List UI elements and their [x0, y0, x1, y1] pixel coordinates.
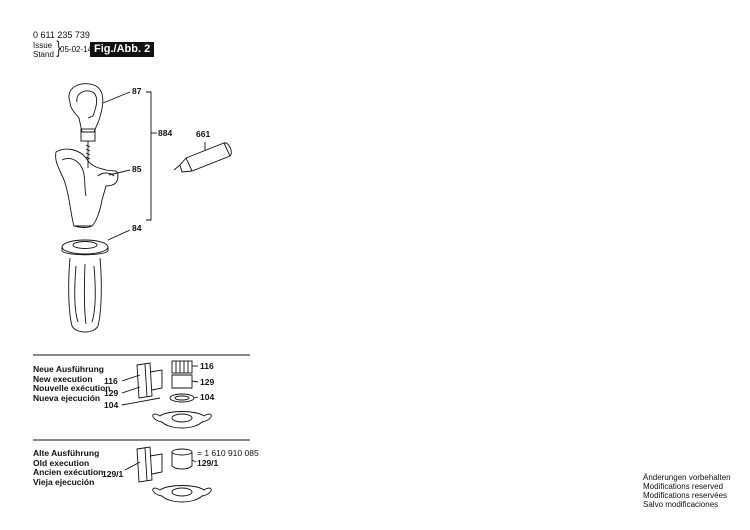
new-execution-drawing	[136, 360, 212, 429]
callout-884: 884	[158, 128, 173, 138]
notice-en: Modifications reserved	[643, 482, 724, 491]
old-execution-labels: Alte Ausführung Old execution Ancien exé…	[33, 448, 104, 487]
issue-date: 05-02-14	[60, 45, 93, 54]
callout-85: 85	[132, 164, 142, 174]
modifications-notice: Änderungen vorbehalten Modifications res…	[643, 473, 731, 509]
stand-label: Stand	[33, 50, 54, 59]
leader-new-104-left	[121, 397, 161, 406]
new-execution-labels: Neue Ausführung New execution Nouvelle e…	[33, 364, 111, 403]
notice-de: Änderungen vorbehalten	[643, 473, 731, 482]
old-execution-drawing	[136, 446, 212, 503]
leader-84	[107, 229, 131, 241]
new-execution-fr: Nouvelle exécution	[33, 383, 111, 393]
part-number: 0 611 235 739	[33, 30, 90, 40]
leader-87	[102, 91, 131, 104]
callout-old-129-1-right: 129/1	[197, 458, 219, 468]
callout-new-116-left: 116	[104, 376, 118, 386]
leader-new-104-right	[193, 396, 199, 399]
leader-new-129-left	[121, 386, 141, 394]
callout-661: 661	[196, 129, 211, 139]
old-execution-de: Alte Ausführung	[33, 448, 100, 458]
leader-old-129-1-left	[124, 461, 141, 471]
notice-es: Salvo modificaciones	[643, 500, 719, 509]
bracket-884	[146, 91, 152, 221]
handle-body-85-drawing	[55, 148, 119, 228]
new-execution-es: Nueva ejecución	[33, 392, 101, 403]
issue-stand-labels: Issue Stand	[33, 41, 54, 59]
notice-fr: Modifications reservées	[643, 491, 728, 500]
header-brace: }	[55, 38, 63, 59]
old-execution-fr: Ancien exécution	[33, 467, 104, 477]
figure-badge: Fig./Abb. 2	[90, 42, 155, 57]
callout-new-129-right: 129	[200, 377, 215, 387]
callout-84: 84	[132, 223, 142, 233]
callout-old-129-1-left: 129/1	[102, 469, 124, 479]
new-execution-de: Neue Ausführung	[33, 364, 104, 374]
grease-tube-661-drawing	[173, 142, 232, 173]
replacement-note: = 1 610 910 085	[197, 448, 259, 458]
callout-new-104-left: 104	[104, 400, 119, 410]
leader-85	[108, 169, 131, 176]
old-execution-es: Vieja ejecución	[33, 476, 95, 487]
issue-label: Issue	[33, 41, 53, 50]
callout-87: 87	[132, 86, 142, 96]
leader-old-129-1-right	[191, 459, 197, 463]
strap-87-drawing	[68, 83, 104, 168]
leader-new-129-right	[191, 380, 199, 383]
callout-new-116-right: 116	[200, 361, 214, 371]
callout-new-129-left: 129	[104, 388, 119, 398]
callout-new-104-right: 104	[200, 392, 215, 402]
grip-84-drawing	[61, 239, 109, 333]
old-execution-en: Old execution	[33, 457, 90, 468]
new-execution-en: New execution	[33, 373, 93, 384]
leader-new-116-left	[121, 374, 141, 382]
